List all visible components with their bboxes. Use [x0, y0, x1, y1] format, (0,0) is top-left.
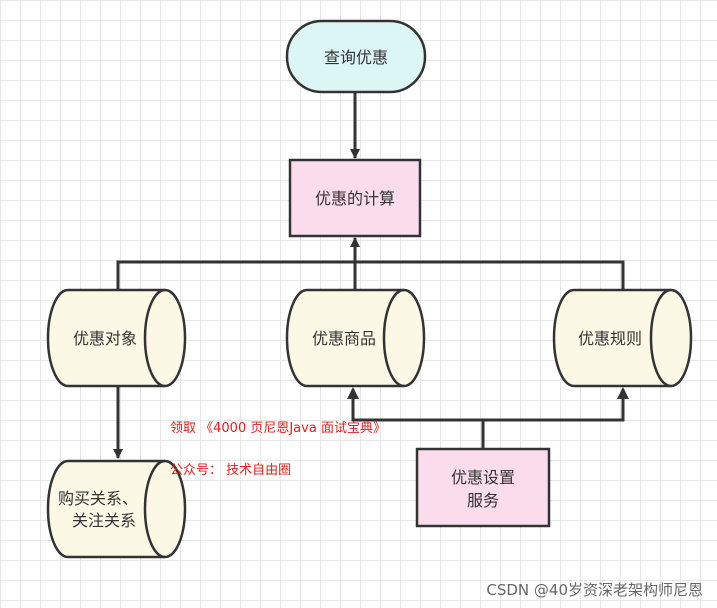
promo-text-line2: 公众号： 技术自由圈 [170, 463, 291, 478]
edge-branch-target [116, 260, 625, 290]
query-discount-label: 查询优惠 [324, 48, 388, 67]
discount-calc-label: 优惠的计算 [315, 189, 395, 208]
query-discount-node: 查询优惠 [285, 19, 427, 94]
relation-store: 购买关系、 关注关系 [46, 459, 187, 559]
promo-text-line1: 领取 《4000 页尼恩Java 面试宝典》 [170, 421, 386, 436]
discount-service-label-line1: 优惠设置 [451, 468, 515, 487]
discount-service-label-line2: 服务 [467, 491, 499, 510]
relation-label-line1: 购买关系、 [58, 489, 138, 508]
discount-target-label: 优惠对象 [73, 329, 137, 348]
edge-service-to-rule [483, 389, 625, 422]
discount-calc-node: 优惠的计算 [288, 158, 422, 238]
edge-service-branch [351, 389, 485, 449]
discount-goods-store: 优惠商品 [285, 288, 426, 388]
relation-label-line2: 关注关系 [72, 511, 136, 530]
arrowhead-to-goods [347, 387, 359, 399]
csdn-watermark: CSDN @40岁资深老架构师尼恩 [486, 581, 703, 599]
discount-goods-label: 优惠商品 [312, 329, 376, 348]
arrowhead-to-rule [617, 387, 629, 399]
discount-rule-store: 优惠规则 [552, 288, 693, 388]
discount-target-store: 优惠对象 [46, 288, 187, 388]
discount-service-node: 优惠设置 服务 [415, 447, 551, 528]
discount-rule-label: 优惠规则 [578, 329, 642, 348]
